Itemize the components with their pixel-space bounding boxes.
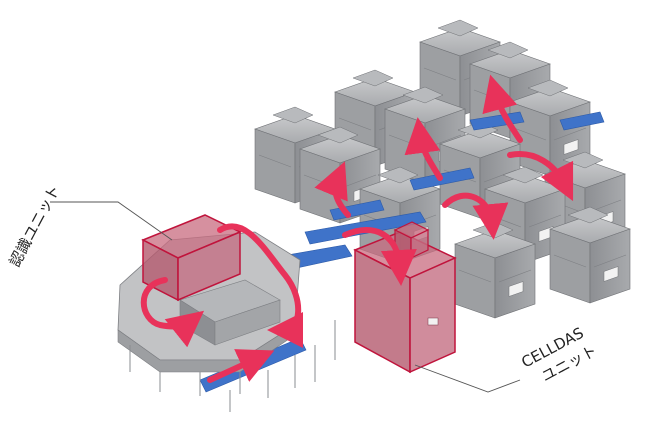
flow-arrow: [217, 223, 304, 348]
flow-arrow: [482, 74, 523, 143]
flow-arrow: [207, 349, 275, 383]
flow-arrow: [140, 277, 205, 348]
conveyor-supports: [229, 320, 336, 412]
conveyor-segment: [559, 111, 605, 131]
flow-arrow: [404, 117, 443, 181]
conveyor-segment: [329, 199, 385, 221]
flow-arrow: [314, 161, 351, 218]
celldas-leader-line: [414, 364, 521, 393]
flow-arrow: [507, 151, 574, 202]
flow-arrows: [140, 74, 574, 383]
flow-arrow: [442, 192, 509, 240]
recognition-unit-label: 認識ユニット: [6, 182, 64, 270]
flow-arrow: [342, 227, 417, 286]
leader-lines: [50, 201, 521, 393]
recognition-leader-line: [50, 201, 173, 241]
